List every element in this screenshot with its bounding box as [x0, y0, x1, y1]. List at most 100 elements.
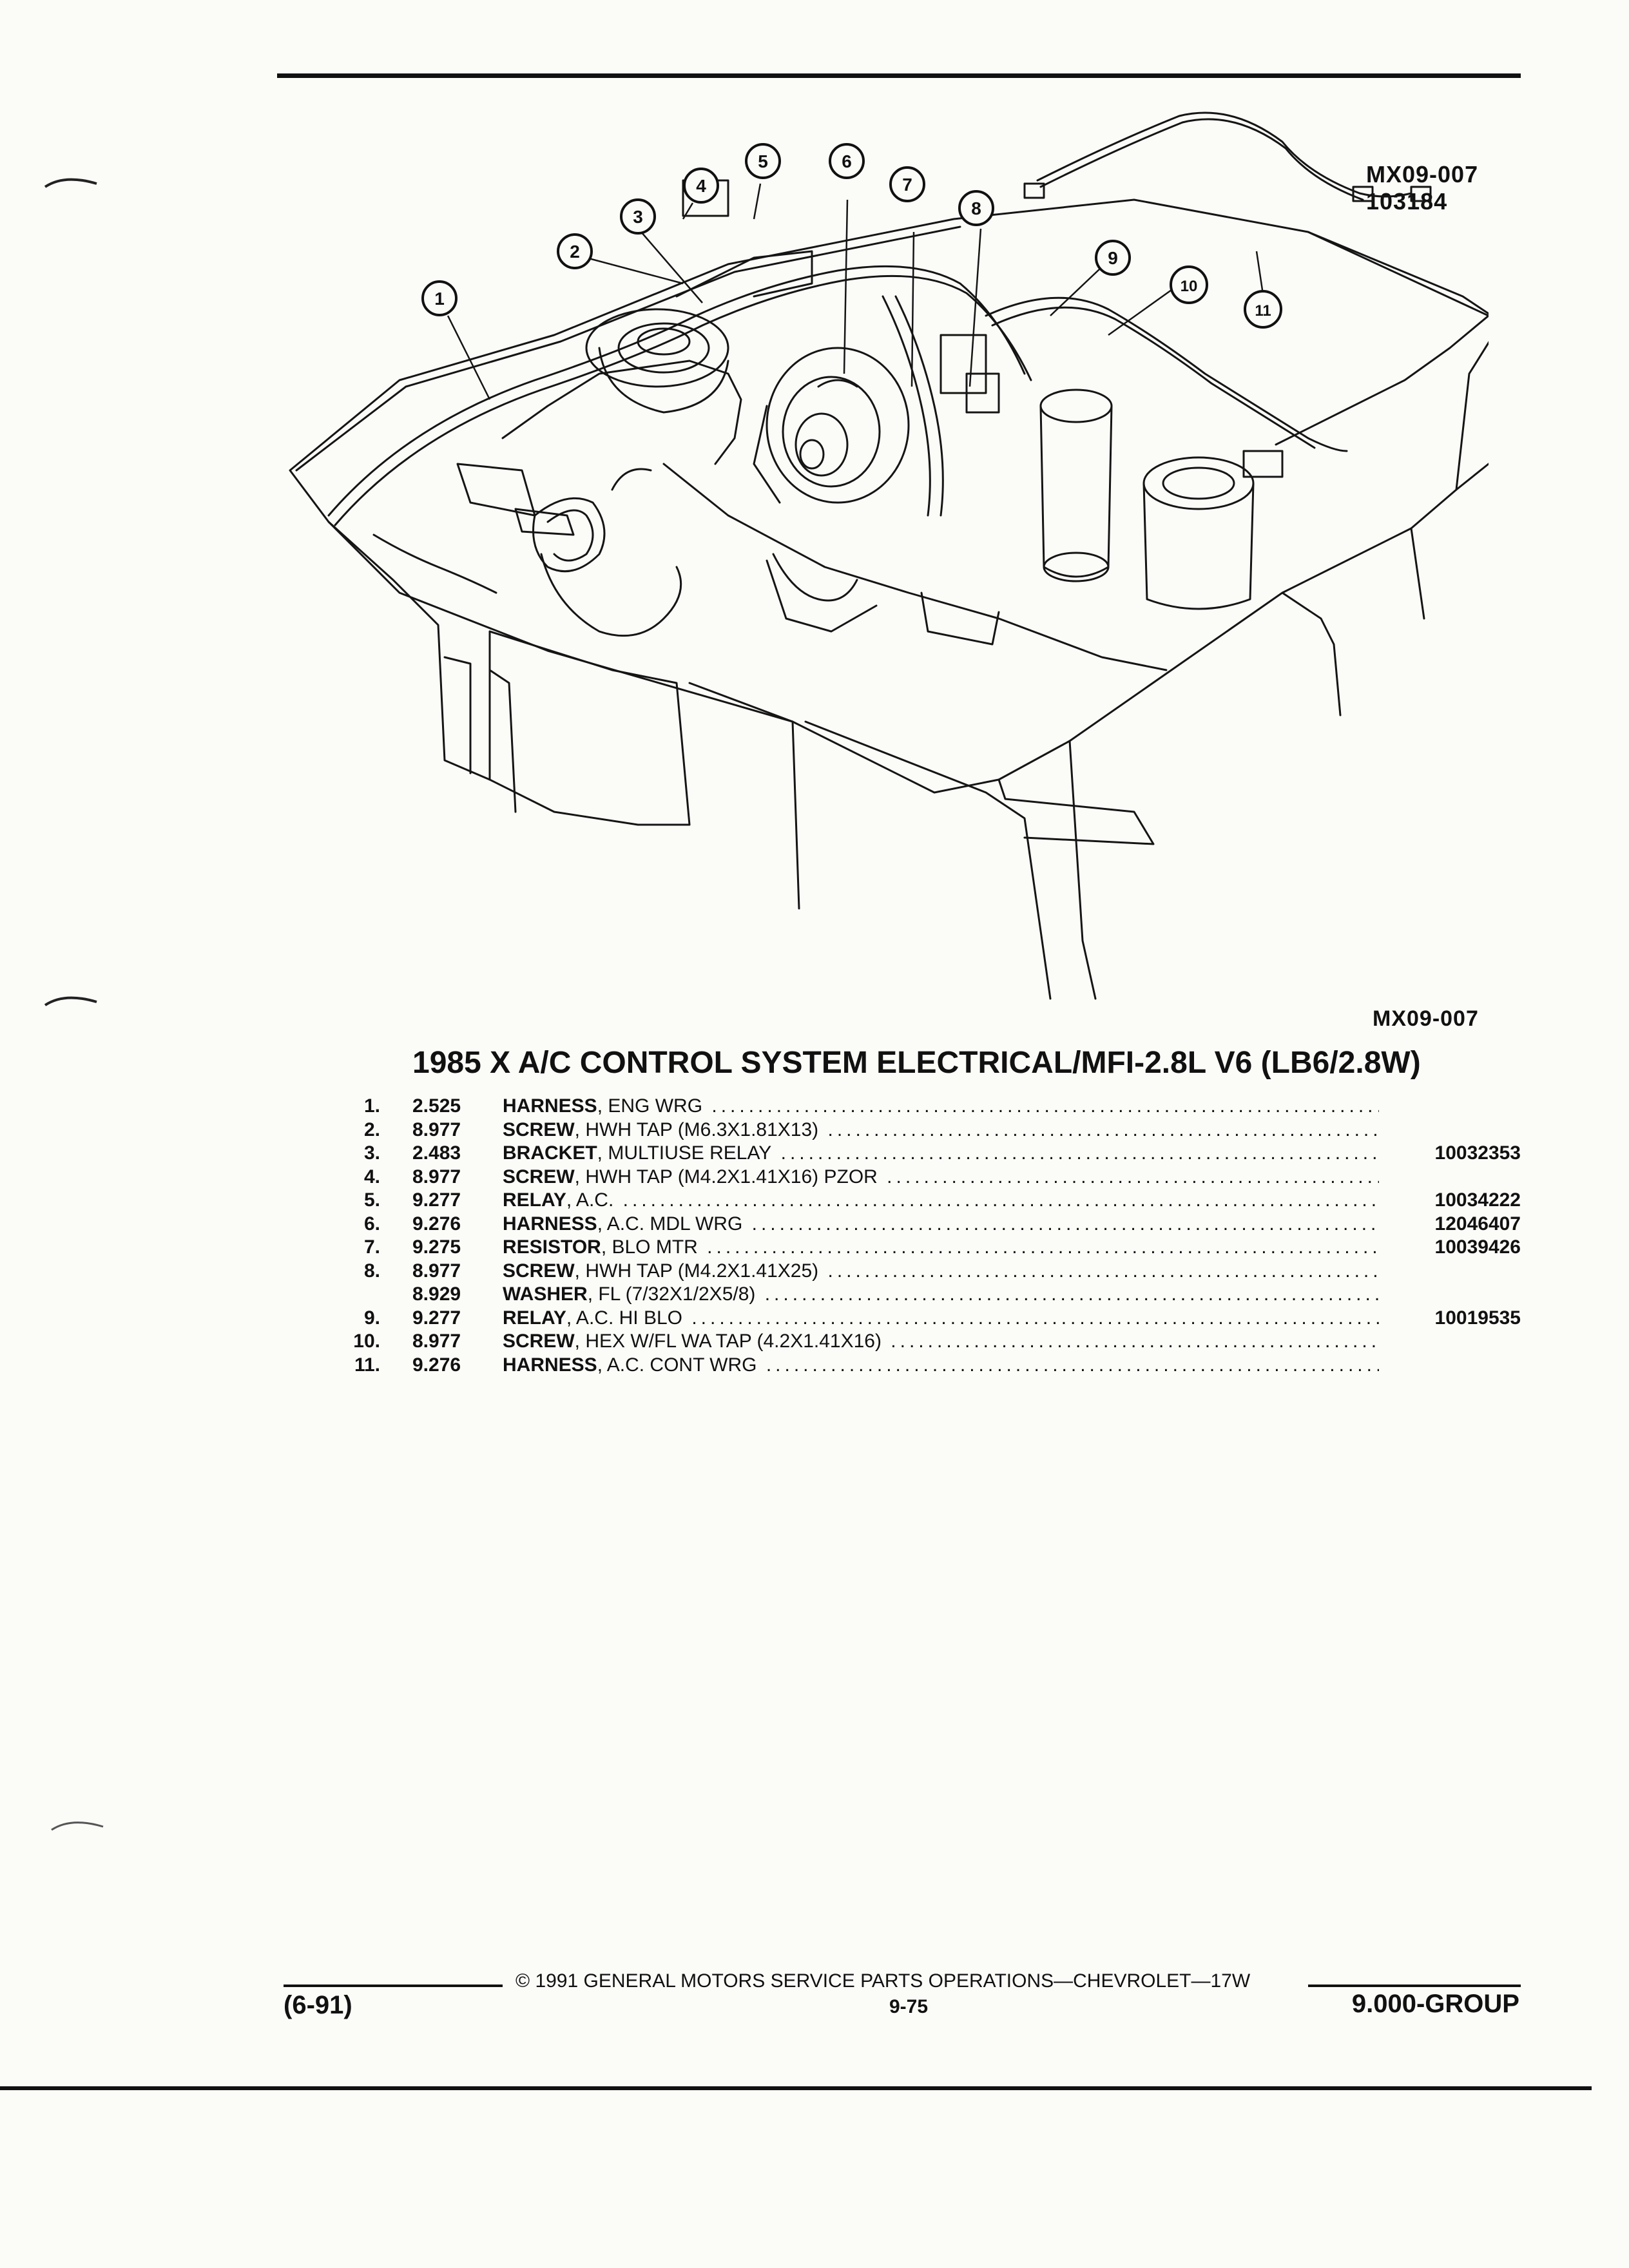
part-description: SCREW, HWH TAP (M4.2X1.41X16) PZOR .....… — [503, 1166, 1379, 1188]
group-number: 9.277 — [412, 1189, 461, 1211]
bottom-rule — [0, 2086, 1592, 2090]
part-detail: , A.C. — [566, 1189, 614, 1211]
part-detail: , MULTIUSE RELAY — [597, 1142, 772, 1164]
group-number: 9.275 — [412, 1236, 461, 1258]
item-number: 10. — [353, 1331, 380, 1352]
parts-row: 2. 8.977 SCREW, HWH TAP (M6.3X1.81X13) ...… — [335, 1119, 1521, 1143]
heater-housing — [585, 308, 729, 388]
item-number: 3. — [363, 1142, 380, 1164]
item-number: 9. — [363, 1307, 380, 1329]
part-detail: , BLO MTR — [601, 1236, 698, 1258]
item-number: 6. — [363, 1213, 380, 1235]
leader-dots: ........................................… — [780, 1142, 1379, 1164]
part-description: SCREW, HEX W/FL WA TAP (4.2X1.41X16) ...… — [503, 1331, 1379, 1352]
page-number: 9-75 — [889, 1996, 929, 2017]
callout-5: 5 — [745, 143, 781, 179]
leader-10 — [1108, 285, 1177, 336]
svg-text:5: 5 — [758, 151, 768, 171]
svg-text:7: 7 — [902, 175, 912, 195]
group-number: 8.977 — [412, 1119, 461, 1140]
part-detail: , HWH TAP (M4.2X1.41X16) PZOR — [574, 1166, 878, 1187]
group-number: 8.977 — [412, 1166, 461, 1187]
part-name: SCREW — [503, 1166, 575, 1187]
callout-9: 9 — [1095, 240, 1131, 276]
callout-7: 7 — [889, 166, 925, 202]
callout-1: 1 — [421, 280, 458, 316]
group-label: 9.000-GROUP — [1351, 1990, 1519, 2018]
revision-date: (6-91) — [284, 1991, 352, 2019]
part-number: 10019535 — [1434, 1307, 1521, 1329]
callout-8: 8 — [958, 190, 994, 226]
leader-dots: ........................................… — [887, 1166, 1379, 1187]
svg-text:10: 10 — [1181, 278, 1198, 295]
engine-bay-diagram: 1 2 3 4 5 6 7 8 9 10 11 — [289, 111, 1489, 1000]
svg-text:3: 3 — [633, 207, 643, 227]
leader-6 — [843, 199, 849, 374]
part-detail: , A.C. HI BLO — [566, 1307, 682, 1329]
svg-text:9: 9 — [1108, 248, 1118, 268]
leader-dots: ........................................… — [766, 1354, 1379, 1376]
callout-2: 2 — [557, 233, 593, 269]
part-description: SCREW, HWH TAP (M6.3X1.81X13) ..........… — [503, 1119, 1379, 1141]
parts-row: 6. 9.276 HARNESS, A.C. MDL WRG ...........… — [335, 1213, 1521, 1237]
part-detail: , A.C. MDL WRG — [597, 1213, 743, 1235]
part-name: RELAY — [503, 1189, 566, 1211]
svg-text:4: 4 — [696, 176, 706, 196]
part-detail: , HWH TAP (M4.2X1.41X25) — [574, 1260, 819, 1282]
callout-6: 6 — [829, 143, 865, 179]
part-detail: , FL (7/32X1/2X5/8) — [587, 1283, 756, 1305]
part-description: RESISTOR, BLO MTR ......................… — [503, 1236, 1379, 1258]
part-name: SCREW — [503, 1260, 575, 1282]
figure-code-bottom: MX09-007 — [1373, 1006, 1479, 1031]
part-description: BRACKET, MULTIUSE RELAY ................… — [503, 1142, 1379, 1164]
part-name: BRACKET — [503, 1142, 597, 1164]
leader-dots: ........................................… — [751, 1213, 1379, 1235]
part-description: HARNESS, ENG WRG .......................… — [503, 1095, 1379, 1117]
leader-dots: ........................................… — [827, 1119, 1379, 1140]
leader-7 — [911, 231, 915, 387]
group-number: 9.276 — [412, 1354, 461, 1376]
blower-motor — [766, 347, 910, 504]
part-name: WASHER — [503, 1283, 588, 1305]
engine-harness — [327, 265, 1026, 517]
callout-11: 11 — [1244, 290, 1282, 329]
group-number: 8.977 — [412, 1331, 461, 1352]
leader-1 — [447, 315, 491, 400]
footer-rule-left — [284, 1984, 503, 1987]
header-rule — [277, 73, 1521, 78]
leader-dots: ........................................… — [764, 1283, 1379, 1305]
part-name: RESISTOR — [503, 1236, 601, 1258]
part-number: 12046407 — [1434, 1213, 1521, 1235]
item-number: 8. — [363, 1260, 380, 1282]
parts-row: 3. 2.483 BRACKET, MULTIUSE RELAY .........… — [335, 1142, 1521, 1166]
leader-dots: ........................................… — [827, 1260, 1379, 1282]
part-number: 10032353 — [1434, 1142, 1521, 1164]
figure-number: 103184 — [1366, 188, 1448, 215]
ac-control-harness — [1036, 111, 1412, 198]
binder-marks — [44, 178, 104, 1831]
group-number: 2.483 — [412, 1142, 461, 1164]
leader-dots: ........................................… — [707, 1236, 1379, 1258]
group-number: 9.276 — [412, 1213, 461, 1235]
svg-text:11: 11 — [1255, 302, 1271, 320]
leader-dots: ........................................… — [891, 1331, 1379, 1352]
part-description: RELAY, A.C. ............................… — [503, 1189, 1379, 1211]
accumulator — [1039, 389, 1113, 423]
footer-rule-right — [1308, 1984, 1521, 1987]
part-name: SCREW — [503, 1119, 575, 1140]
part-name: HARNESS — [503, 1095, 597, 1117]
leader-8 — [969, 228, 982, 387]
item-number: 2. — [363, 1119, 380, 1140]
leader-dots: ........................................… — [622, 1189, 1379, 1211]
part-number: 10039426 — [1434, 1236, 1521, 1258]
callout-3: 3 — [620, 198, 656, 235]
group-number: 2.525 — [412, 1095, 461, 1117]
parts-row: 10. 8.977 SCREW, HEX W/FL WA TAP (4.2X1.41… — [335, 1331, 1521, 1354]
part-description: HARNESS, A.C. MDL WRG ..................… — [503, 1213, 1379, 1235]
